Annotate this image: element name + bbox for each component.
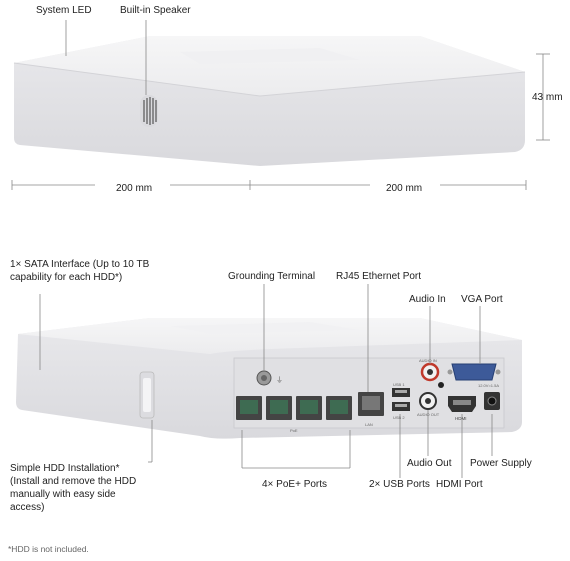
audio-in-mark: AUDIO IN bbox=[419, 358, 437, 363]
hdmi-mark: HDMI bbox=[455, 416, 467, 421]
sata-interface-label: 1× SATA Interface (Up to 10 TB capabilit… bbox=[10, 259, 150, 283]
hdmi-label: HDMI Port bbox=[436, 479, 483, 490]
system-led-label: System LED bbox=[36, 5, 92, 16]
power-supply-label: Power Supply bbox=[470, 458, 532, 469]
top-leader-lines bbox=[11, 20, 550, 190]
speaker-label: Built-in Speaker bbox=[120, 5, 191, 16]
width-dimension-right: 200 mm bbox=[386, 183, 423, 194]
rj45-label: RJ45 Ethernet Port bbox=[336, 271, 422, 282]
speaker-grille bbox=[140, 95, 158, 127]
width-dimension-left: 200 mm bbox=[116, 183, 153, 194]
usb1-mark: USB 1 bbox=[393, 382, 405, 387]
usb2-mark: USB 2 bbox=[393, 415, 405, 420]
usb-ports bbox=[392, 388, 410, 411]
audio-in-label: Audio In bbox=[409, 294, 446, 305]
vga-port bbox=[451, 363, 497, 381]
poe-ports-label: 4× PoE+ Ports bbox=[262, 479, 328, 490]
hdd-install-label: Simple HDD Installation* (Install and re… bbox=[10, 463, 137, 513]
top-device bbox=[13, 36, 526, 166]
bottom-leader-lines bbox=[39, 284, 493, 478]
vga-label: VGA Port bbox=[461, 294, 503, 305]
lan-mark: LAN bbox=[365, 422, 373, 427]
poe-ports bbox=[236, 396, 352, 420]
audio-out-label: Audio Out bbox=[407, 458, 452, 469]
power-mark: 12.0V=1.5A bbox=[478, 383, 499, 388]
height-dimension: 43 mm bbox=[532, 92, 563, 103]
audio-out-mark: AUDIO OUT bbox=[417, 412, 440, 417]
usb-ports-label: 2× USB Ports bbox=[369, 479, 430, 490]
poe-mark: PoE bbox=[290, 428, 298, 433]
grounding-label: Grounding Terminal bbox=[228, 271, 316, 282]
svg-text:⏚: ⏚ bbox=[276, 376, 283, 384]
bottom-device: ⏚ bbox=[16, 318, 522, 439]
footnote: *HDD is not included. bbox=[8, 544, 89, 554]
